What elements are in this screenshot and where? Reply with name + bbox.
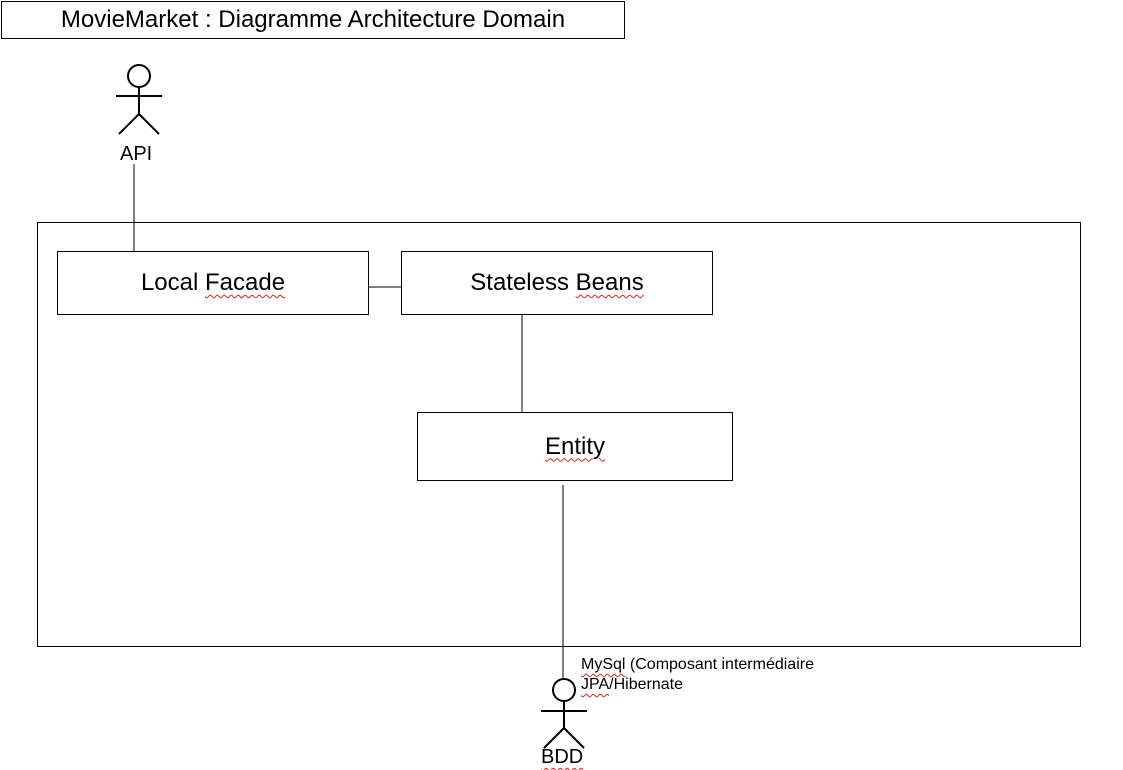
domain-container <box>37 222 1081 647</box>
entity-box: Entity <box>417 412 733 481</box>
stateless-beans-box: Stateless Beans <box>401 251 713 315</box>
bdd-actor-label: BDD <box>541 746 584 768</box>
bdd-note: MySql (Composant intermédiaire JPA/Hiber… <box>581 655 814 695</box>
local-facade-box: Local Facade <box>57 251 369 315</box>
entity-label: Entity <box>544 432 606 460</box>
api-actor <box>116 64 162 135</box>
bdd-note-line-2: JPA/Hibernate <box>581 676 683 693</box>
bdd-note-line-1: MySql (Composant intermédiaire <box>581 656 814 673</box>
api-actor-label: API <box>120 143 153 165</box>
diagram-title-text: MovieMarket : Diagramme Architecture Dom… <box>60 6 566 33</box>
bdd-actor-head <box>552 678 576 702</box>
bdd-actor <box>541 678 587 749</box>
diagram-title: MovieMarket : Diagramme Architecture Dom… <box>1 1 625 39</box>
api-actor-head <box>127 64 151 88</box>
local-facade-label: Local Facade <box>140 269 286 296</box>
stateless-beans-label: Stateless Beans <box>470 269 644 296</box>
